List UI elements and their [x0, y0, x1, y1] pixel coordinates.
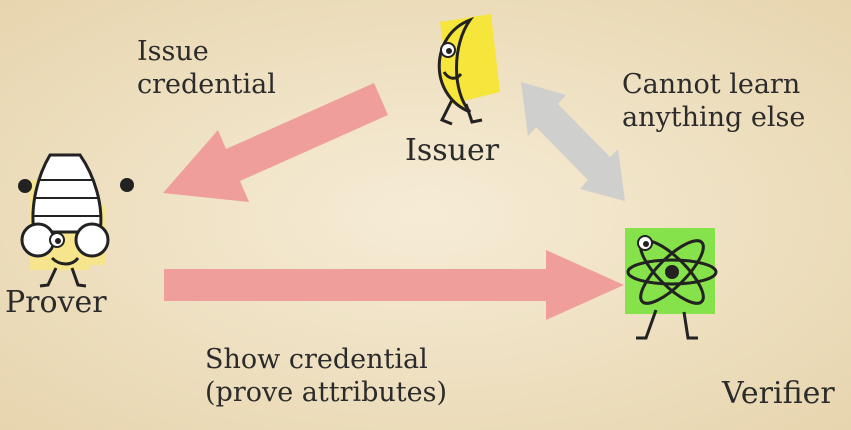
issue-label-line-1: Issue	[137, 36, 209, 67]
moon-character-icon	[437, 14, 500, 126]
cannot-label-line-2: anything else	[622, 102, 806, 133]
verifier-label: Verifier	[722, 376, 835, 411]
issuer-label: Issuer	[405, 133, 500, 168]
shell-creature-icon	[18, 153, 134, 288]
issue-credential-arrow	[163, 83, 388, 202]
atom-character-icon	[625, 228, 718, 340]
cannot-label-line-1: Cannot learn	[622, 69, 801, 100]
show-label-line-1: Show credential	[205, 344, 428, 375]
show-credential-label: Show credential (prove attributes)	[205, 343, 447, 409]
issue-label-line-2: credential	[137, 69, 276, 100]
issue-credential-label: Issue credential	[137, 35, 276, 101]
show-label-line-2: (prove attributes)	[205, 377, 448, 408]
cannot-learn-label: Cannot learn anything else	[622, 68, 805, 134]
cannot-learn-arrow	[521, 82, 625, 201]
show-credential-arrow	[164, 250, 624, 320]
prover-label: Prover	[5, 285, 107, 320]
